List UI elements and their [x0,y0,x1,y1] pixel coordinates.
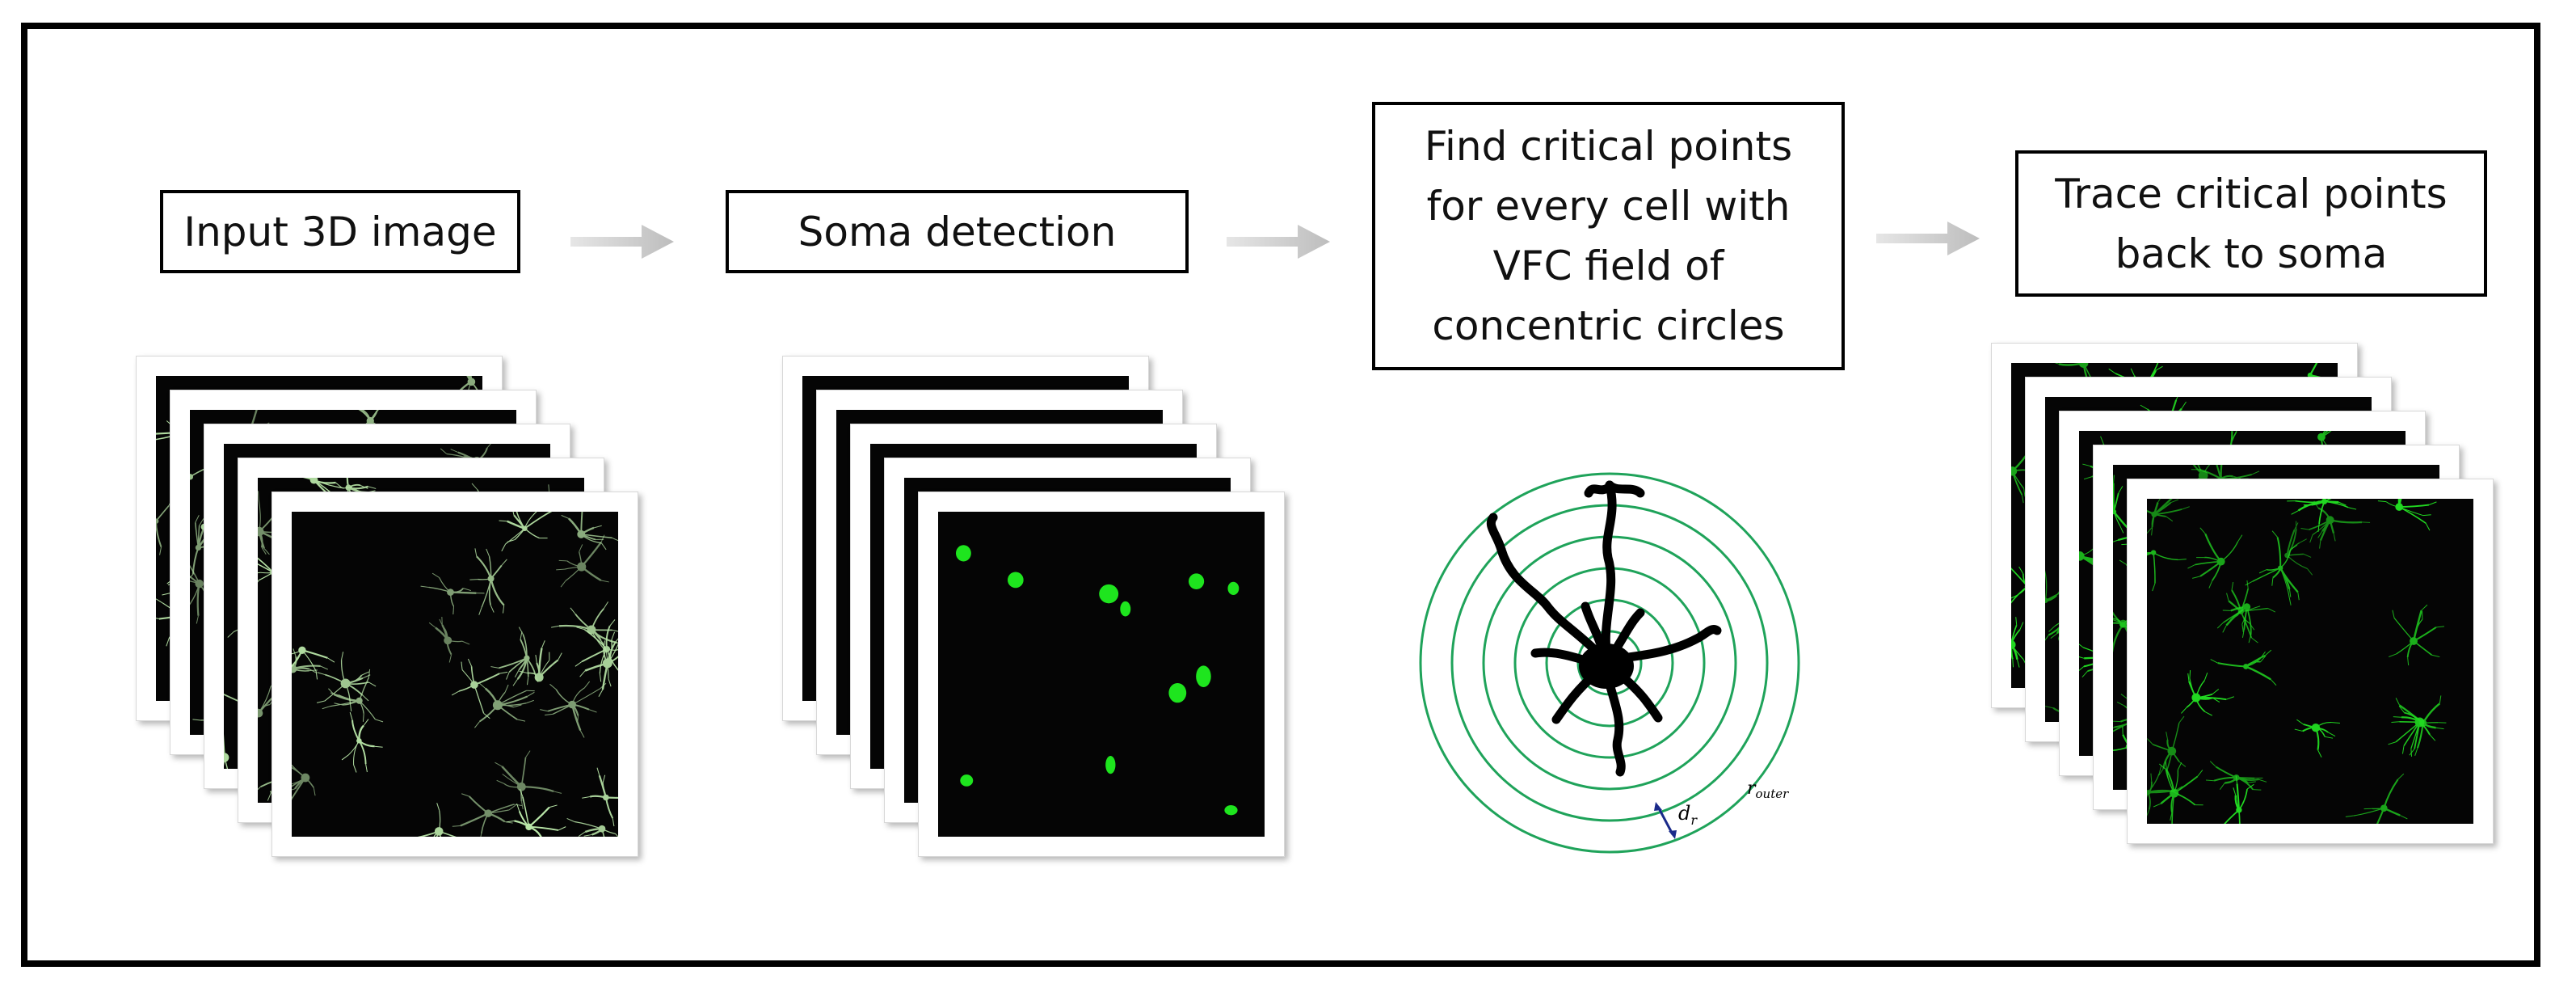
neuron-process [1584,482,1614,498]
stage-critical-line-4: concentric circles [1432,302,1785,349]
flow-arrow-2 [1227,225,1330,259]
stage-trace-line-2: back to soma [2115,230,2388,277]
stage-input-box: Input 3D image [160,190,520,273]
neuron-process [1496,545,1605,660]
neuron-silhouette [1486,480,1722,777]
neuron-process [1613,668,1663,723]
neuron-process [1581,601,1608,656]
dr-arrow [1654,802,1677,839]
image-slice-content [938,512,1265,837]
neuron-process [1486,513,1506,555]
vfc-concentric-circles-diagram: dr router [1419,472,1800,854]
stage-critical-line-2: for every cell with [1426,183,1791,230]
neuron-process [1610,608,1645,656]
stage-soma-label: Soma detection [798,208,1117,255]
flow-arrow-3 [1876,222,1980,255]
stage-input-label: Input 3D image [183,208,497,255]
image-slice-content [2147,499,2473,824]
stage-soma-box: Soma detection [726,190,1189,273]
neuron-process [1611,625,1722,664]
neuron-process [1605,480,1645,498]
neuron-process [1530,648,1598,668]
neuron-process [1551,668,1602,724]
neuron-process [1601,480,1617,668]
image-slice-content [292,512,618,837]
stage-trace-box: Trace critical points back to soma [2015,150,2487,297]
concentric-ring [1419,472,1800,854]
stage-critical-line-1: Find critical points [1424,123,1793,170]
flow-arrow-1 [570,225,674,259]
image-slice [2127,479,2494,844]
dr-label: dr [1678,802,1698,828]
image-slice [918,492,1285,857]
image-slice [271,492,638,857]
stage-critical-line-3: VFC field of [1492,243,1724,289]
stage-critical-box: Find critical points for every cell with… [1372,102,1845,370]
stage-trace-line-1: Trace critical points [2055,170,2448,217]
neuron-process [1602,668,1626,777]
r-outer-label: router [1747,778,1789,801]
